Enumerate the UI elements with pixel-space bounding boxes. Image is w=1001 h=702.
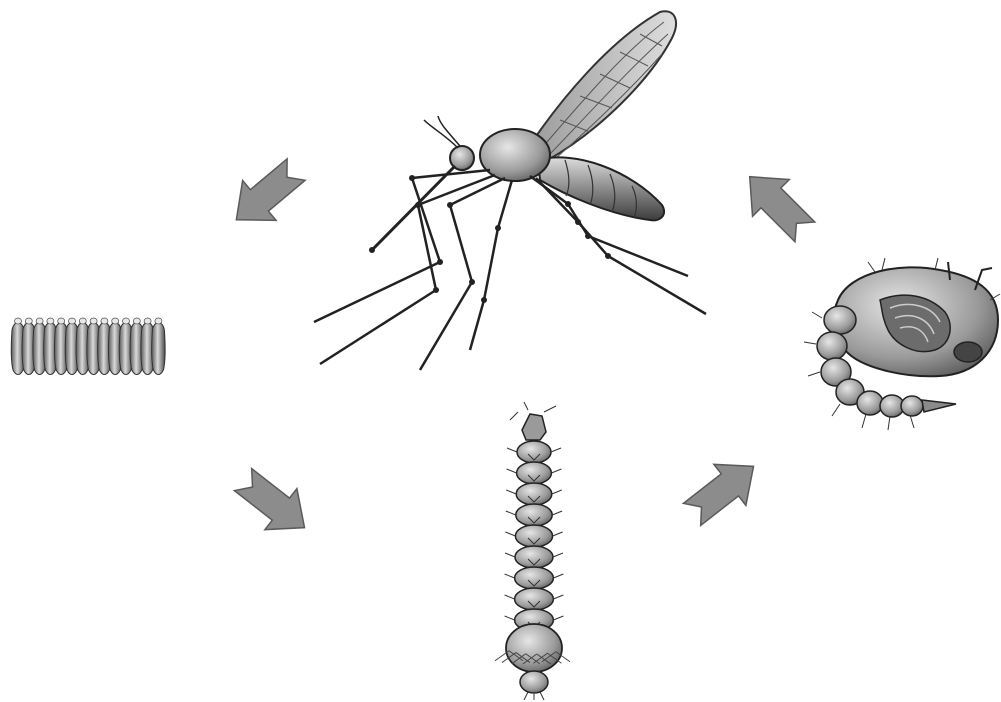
egg-tip (112, 318, 119, 324)
egg-tip (101, 318, 108, 324)
egg-tip (47, 318, 54, 324)
egg-tip (133, 318, 140, 324)
egg-tip (90, 318, 97, 324)
egg-raft-icon (11, 318, 165, 375)
pupa-icon (804, 258, 1000, 430)
egg-tip (123, 318, 130, 324)
arrow-larva-to-pupa (676, 446, 769, 535)
arrow-pupa-to-adult (731, 158, 823, 250)
larva-tail (520, 671, 548, 693)
egg-tip (25, 318, 32, 324)
arrow-eggs-to-larva (227, 459, 320, 548)
egg-tip (36, 318, 43, 324)
arrow-adult-to-eggs (220, 150, 313, 240)
egg-tip (144, 318, 151, 324)
egg-tip (15, 318, 22, 324)
egg-tip (69, 318, 76, 324)
egg-tip (79, 318, 86, 324)
egg-tip (155, 318, 162, 324)
larva-icon (495, 402, 570, 700)
larva-head (522, 414, 546, 440)
adult-mosquito-icon (314, 11, 706, 370)
larva-thorax (506, 624, 562, 672)
egg (152, 323, 165, 375)
egg-tip (58, 318, 65, 324)
